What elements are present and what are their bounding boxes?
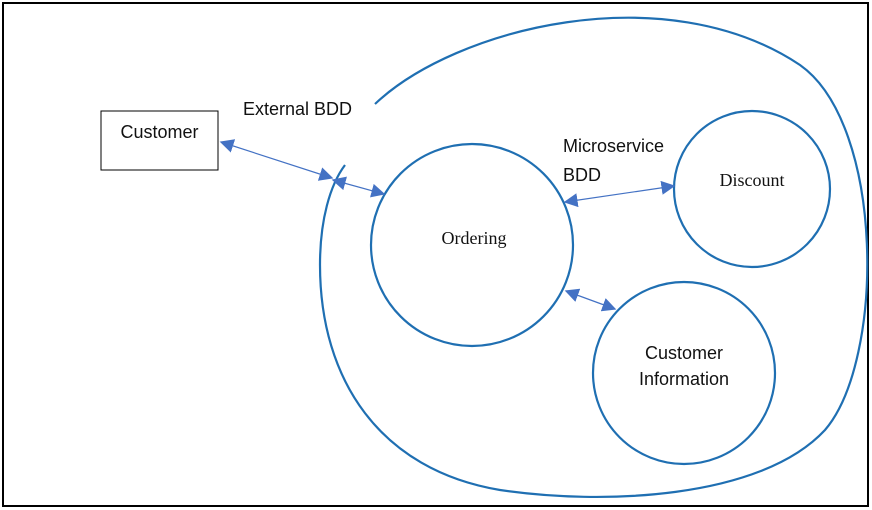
system-boundary: [318, 16, 869, 498]
customer-information-label-line2: Information: [639, 369, 729, 389]
customer-box: [100, 110, 219, 171]
boundary-ordering-arrow: [331, 176, 386, 198]
discount-label: Discount: [720, 170, 785, 190]
customer-label: Customer: [120, 122, 198, 142]
ordering-label: Ordering: [442, 228, 507, 248]
customer-information-label-line1: Customer: [645, 343, 723, 363]
external-bdd-label: External BDD: [243, 99, 352, 119]
microservice-bdd-label-line1: Microservice: [563, 136, 664, 156]
ordering-circle: [369, 142, 575, 348]
ordering-discount-arrow: [563, 180, 676, 208]
microservice-bdd-label-line2: BDD: [563, 165, 601, 185]
ordering-customer-information-arrow: [564, 288, 617, 312]
customer-external-arrow: [219, 139, 334, 181]
customer-information-circle: [591, 280, 777, 466]
